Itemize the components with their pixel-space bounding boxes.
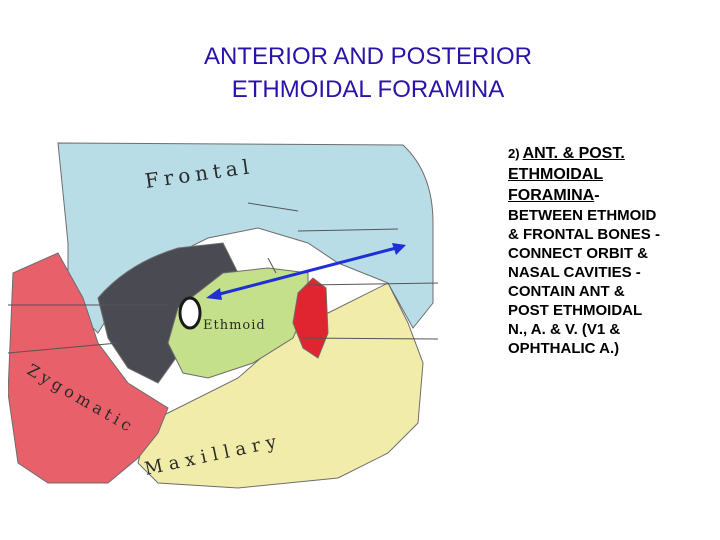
- zygomatic-bone-region: [8, 252, 169, 484]
- orbit-cavity: [97, 242, 239, 384]
- note-line: & FRONTAL BONES -: [508, 226, 660, 243]
- note-line: N., A. & V. (V1 &: [508, 321, 621, 338]
- ethmoid-label: Ethmoid: [203, 318, 266, 333]
- heading-line: ETHMOIDAL: [508, 166, 604, 183]
- ethmoid-bone-region: [167, 267, 309, 379]
- pointer-line: [8, 342, 119, 354]
- orbit-anatomy-illustration: Frontal Ethmoid Zygomatic Maxillary: [8, 133, 448, 493]
- pointer-line: [247, 202, 299, 212]
- heading-line: ANT. & POST.: [522, 145, 625, 162]
- note-line: CONNECT ORBIT &: [508, 245, 648, 262]
- pointer-line: [307, 282, 439, 286]
- notes-panel: 2)ANT. & POST. ETHMOIDAL FORAMINA- BETWE…: [508, 143, 708, 358]
- slide-title: ANTERIOR AND POSTERIOR ETHMOIDAL FORAMIN…: [100, 40, 636, 106]
- item-number: 2): [508, 146, 520, 161]
- heading-line: FORAMINA: [508, 187, 595, 204]
- title-line-1: ANTERIOR AND POSTERIOR: [203, 43, 533, 70]
- note-line: NASAL CAVITIES -: [508, 264, 641, 281]
- note-line: OPHTHALIC A.): [508, 340, 620, 357]
- note-line: BETWEEN ETHMOID: [508, 207, 657, 224]
- pointer-line: [267, 257, 277, 274]
- optic-canal: [178, 296, 202, 330]
- heading-suffix: -: [594, 187, 600, 204]
- notes-heading: 2)ANT. & POST. ETHMOIDAL FORAMINA-: [508, 143, 708, 206]
- pointer-line: [297, 228, 399, 232]
- note-line: CONTAIN ANT &: [508, 283, 625, 300]
- title-line-2: ETHMOIDAL FORAMINA: [231, 76, 505, 103]
- note-line: POST ETHMOIDAL: [508, 302, 643, 319]
- pointer-line: [302, 337, 439, 340]
- double-headed-arrow-icon: [206, 243, 406, 300]
